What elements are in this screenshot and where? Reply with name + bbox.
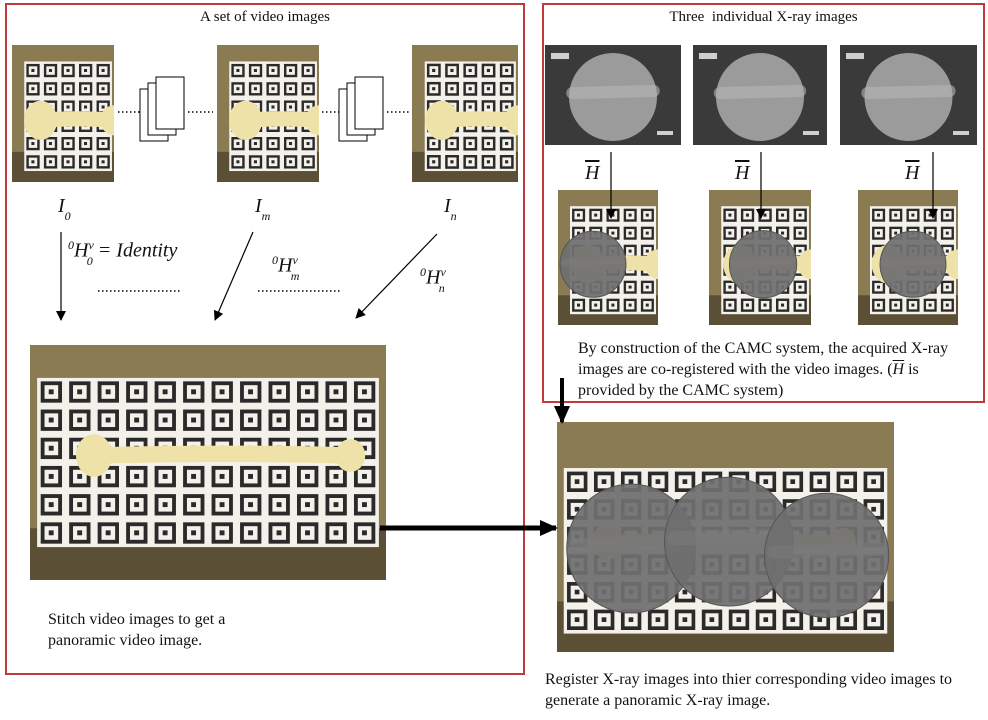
homography-arrow-m bbox=[213, 231, 254, 321]
coregistration-caption: By construction of the CAMC system, the … bbox=[578, 340, 949, 399]
homography-label-n: 0Hvn bbox=[420, 265, 446, 295]
xray-images-panel bbox=[542, 3, 985, 403]
register-caption: Register X-ray images into thier corresp… bbox=[545, 671, 953, 709]
video-images-panel bbox=[5, 3, 525, 675]
video-frame-in bbox=[412, 45, 518, 182]
panoramic-xray-image bbox=[557, 422, 894, 652]
xray-image-3 bbox=[840, 45, 977, 145]
frame-label-im: Im bbox=[255, 195, 271, 223]
frame-stack-icon bbox=[338, 76, 384, 142]
video-frame-i0 bbox=[12, 45, 114, 182]
frame-stack-icon bbox=[139, 76, 185, 142]
h-bar-label-2: H bbox=[735, 162, 750, 184]
homography-label-m: 0Hvm bbox=[272, 253, 300, 283]
xray-panel-title: Three individual X-ray images bbox=[669, 9, 858, 25]
panoramic-video-image bbox=[30, 345, 386, 580]
homography-arrow-n bbox=[355, 233, 438, 319]
h-bar-label-1: H bbox=[585, 162, 600, 184]
xray-image-1 bbox=[545, 45, 681, 145]
frame-label-i0: I0 bbox=[58, 195, 71, 223]
video-panel-title: A set of video images bbox=[200, 9, 330, 25]
stitch-caption: Stitch video images to get a panoramic v… bbox=[48, 611, 226, 649]
coregistered-image-2 bbox=[709, 190, 811, 325]
video-frame-im bbox=[217, 45, 319, 182]
coregistered-image-3 bbox=[858, 190, 958, 325]
frame-label-in: In bbox=[444, 195, 457, 223]
homography-label-0: 0Hv0 = Identity bbox=[68, 238, 178, 268]
xray-image-2 bbox=[693, 45, 827, 145]
h-bar-label-3: H bbox=[905, 162, 920, 184]
